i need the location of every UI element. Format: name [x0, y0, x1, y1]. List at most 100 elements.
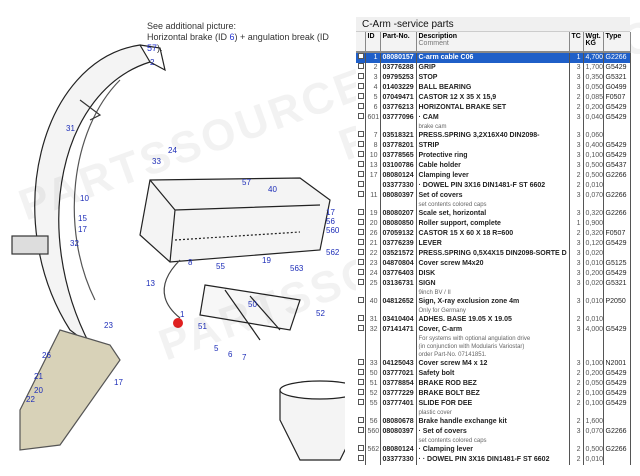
callout-56[interactable]: 56: [326, 217, 335, 226]
callout-22[interactable]: 22: [26, 395, 35, 404]
callout-563[interactable]: 563: [290, 264, 304, 273]
callout-562[interactable]: 562: [326, 248, 340, 257]
row-checkbox[interactable]: [358, 399, 364, 405]
row-checkbox[interactable]: [358, 83, 364, 89]
row-checkbox[interactable]: [358, 427, 364, 433]
row-checkbox[interactable]: [358, 191, 364, 197]
callout-51[interactable]: 51: [198, 322, 207, 331]
row-checkbox[interactable]: [358, 325, 364, 331]
row-checkbox[interactable]: [358, 113, 364, 119]
link-id-6[interactable]: 6: [229, 32, 235, 42]
row-checkbox[interactable]: [358, 389, 364, 395]
callout-52[interactable]: 52: [316, 309, 325, 318]
callout-26[interactable]: 26: [42, 351, 51, 360]
callout-31[interactable]: 31: [66, 124, 75, 133]
callout-40[interactable]: 40: [268, 185, 277, 194]
callout-21[interactable]: 21: [34, 372, 43, 381]
callout-17[interactable]: 17: [326, 208, 335, 217]
col-weight[interactable]: Wgt. KG: [583, 32, 604, 53]
callout-17[interactable]: 17: [114, 378, 123, 387]
row-checkbox[interactable]: [358, 131, 364, 137]
callout-33[interactable]: 33: [152, 157, 161, 166]
row-checkbox[interactable]: [358, 249, 364, 255]
callout-13[interactable]: 13: [146, 279, 155, 288]
table-row[interactable]: 03377330· DOWEL PIN 3X16 DIN1481-F ST 66…: [356, 181, 631, 191]
callout-5[interactable]: 5: [214, 344, 219, 353]
row-checkbox[interactable]: [358, 93, 364, 99]
col-type[interactable]: Type: [603, 32, 631, 53]
row-checkbox[interactable]: [358, 455, 364, 461]
row-checkbox[interactable]: [358, 63, 364, 69]
row-checkbox[interactable]: [358, 53, 364, 59]
callout-23[interactable]: 23: [104, 321, 113, 330]
col-id[interactable]: ID: [365, 32, 381, 53]
row-checkbox[interactable]: [358, 73, 364, 79]
row-checkbox[interactable]: [358, 369, 364, 375]
row-checkbox[interactable]: [358, 103, 364, 109]
col-part-no[interactable]: Part-No.: [380, 32, 417, 53]
callout-57[interactable]: 57: [242, 178, 251, 187]
row-checkbox[interactable]: [358, 445, 364, 451]
callout-1[interactable]: 1: [180, 310, 185, 319]
row-checkbox[interactable]: [358, 379, 364, 385]
callout-24[interactable]: 24: [168, 146, 177, 155]
callout-55[interactable]: 55: [216, 262, 225, 271]
callout-32[interactable]: 32: [70, 239, 79, 248]
row-checkbox[interactable]: [358, 359, 364, 365]
callout-2[interactable]: 2: [150, 58, 155, 67]
col-tc[interactable]: TC: [569, 32, 584, 53]
callout-10[interactable]: 10: [80, 194, 89, 203]
callout-7[interactable]: 7: [242, 353, 247, 362]
row-checkbox[interactable]: [358, 151, 364, 157]
table-row[interactable]: 03377330· · DOWEL PIN 3X16 DIN1481-F ST …: [356, 455, 631, 465]
row-checkbox[interactable]: [358, 171, 364, 177]
row-checkbox[interactable]: [358, 239, 364, 245]
row-checkbox[interactable]: [358, 279, 364, 285]
callout-15[interactable]: 15: [78, 214, 87, 223]
callout-8[interactable]: 8: [188, 258, 193, 267]
callout-19[interactable]: 19: [262, 256, 271, 265]
row-checkbox[interactable]: [358, 141, 364, 147]
row-checkbox[interactable]: [358, 315, 364, 321]
callout-17[interactable]: 17: [78, 225, 87, 234]
row-checkbox[interactable]: [358, 181, 364, 187]
row-checkbox[interactable]: [358, 161, 364, 167]
callout-560[interactable]: 560: [326, 226, 340, 235]
callout-6[interactable]: 6: [228, 350, 233, 359]
callout-20[interactable]: 20: [34, 386, 43, 395]
row-checkbox[interactable]: [358, 259, 364, 265]
row-checkbox[interactable]: [358, 269, 364, 275]
row-checkbox[interactable]: [358, 417, 364, 423]
row-checkbox[interactable]: [358, 297, 364, 303]
